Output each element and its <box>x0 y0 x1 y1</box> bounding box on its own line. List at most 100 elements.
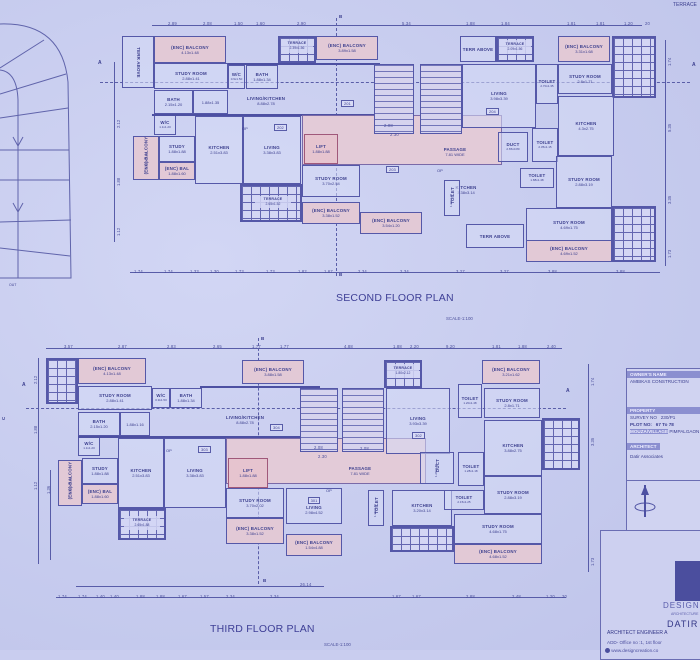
dim-label: 1.74 <box>58 594 67 599</box>
staircase-right <box>420 64 462 134</box>
firm-block: DESIGN ARCHITECTURE DATIR A ARCHITECT EN… <box>600 530 700 660</box>
section-marker-b-bottom: B <box>339 272 343 277</box>
dim-label: 1.84 <box>501 21 510 26</box>
dim-label: 1.20 <box>546 594 555 599</box>
dim-label: 1.88 <box>136 594 145 599</box>
dim-label: 2.34 <box>270 594 279 599</box>
dim-label: 20 <box>562 594 568 599</box>
top-dimension-line <box>46 348 562 349</box>
staircase-detail-drawing <box>0 23 72 279</box>
wall <box>78 436 302 438</box>
terrace-tile-pattern <box>612 36 656 98</box>
right-dimension-line <box>665 40 666 266</box>
firm-logo-icon <box>675 561 700 601</box>
second-floor-scale: SCALE-1:100 <box>446 316 473 321</box>
room-passage: 1.88x1.16 <box>120 412 150 436</box>
dim-label: 2.40 <box>547 344 556 349</box>
dim-label: 20 <box>645 21 651 26</box>
dim-label: 1.74 <box>590 377 595 386</box>
dim-label: 1.88 <box>393 344 402 349</box>
dim-label: 1.40 <box>110 594 119 599</box>
dim-label: 1.81 <box>596 21 605 26</box>
property-section-label: PROPERTY <box>627 407 700 414</box>
dim-label: 1.67 <box>324 269 333 274</box>
unit-tag: 303 <box>198 446 211 453</box>
room-terr-above: TERR ABOVE <box>466 224 524 248</box>
globe-icon <box>605 648 610 654</box>
dim-label: 1.12 <box>33 481 38 490</box>
dim-label: 2.90 <box>297 21 306 26</box>
left-dimension-line <box>114 62 115 242</box>
opening-label: OP <box>166 448 172 453</box>
spacer <box>627 385 700 407</box>
room-terr-above: TERR ABOVE <box>460 36 496 62</box>
section-marker-c: C <box>1 416 7 421</box>
dim-label: 1.88 <box>156 594 165 599</box>
dim-label: 1.50 <box>234 21 243 26</box>
dim-label: 1.82 <box>298 269 307 274</box>
dim-label: 3.88 <box>616 269 625 274</box>
terrace-tile-pattern <box>542 418 580 470</box>
wall <box>200 386 320 388</box>
dim-label: 1.77 <box>280 344 289 349</box>
dim-label: 2.88 <box>466 594 475 599</box>
dim-label: 2.34 <box>226 594 235 599</box>
dim-label: 1.81 <box>492 344 501 349</box>
dim-label: 1.88 <box>466 21 475 26</box>
dim-label: 3.27 <box>500 269 509 274</box>
room-passage: 1.88x1.35 <box>193 90 228 114</box>
stair-dim: 2.30 <box>390 132 399 137</box>
dim-label: 1.67 <box>178 594 187 599</box>
dim-label: 2.48 <box>512 594 521 599</box>
stair-dim: 2.08 <box>360 446 369 451</box>
staircase-out-label: OUT <box>9 283 17 287</box>
dim-label: 1.74 <box>164 269 173 274</box>
architect-label: ARCHITECT <box>627 443 660 450</box>
dim-label: 1.73 <box>590 557 595 566</box>
firm-website[interactable]: www.designcreation.co <box>611 648 659 653</box>
survey-row: SURVEY NO 230/P1 <box>630 415 676 420</box>
dim-label: 2.65 <box>213 344 222 349</box>
section-marker-a: A <box>22 382 26 388</box>
dim-label: 1.67 <box>392 594 401 599</box>
dim-label: 1.30 <box>210 269 219 274</box>
dim-label: 1.88 <box>518 344 527 349</box>
staircase-right <box>342 388 384 452</box>
second-floor-plan: 2.89 2.08 1.50 1.60 2.90 5.34 1.88 1.84 … <box>0 0 700 321</box>
left-dimension-line <box>38 358 39 564</box>
right-dimension-line <box>588 364 589 572</box>
dim-label: 9.20 <box>446 344 455 349</box>
dim-label: 2.08 <box>203 21 212 26</box>
